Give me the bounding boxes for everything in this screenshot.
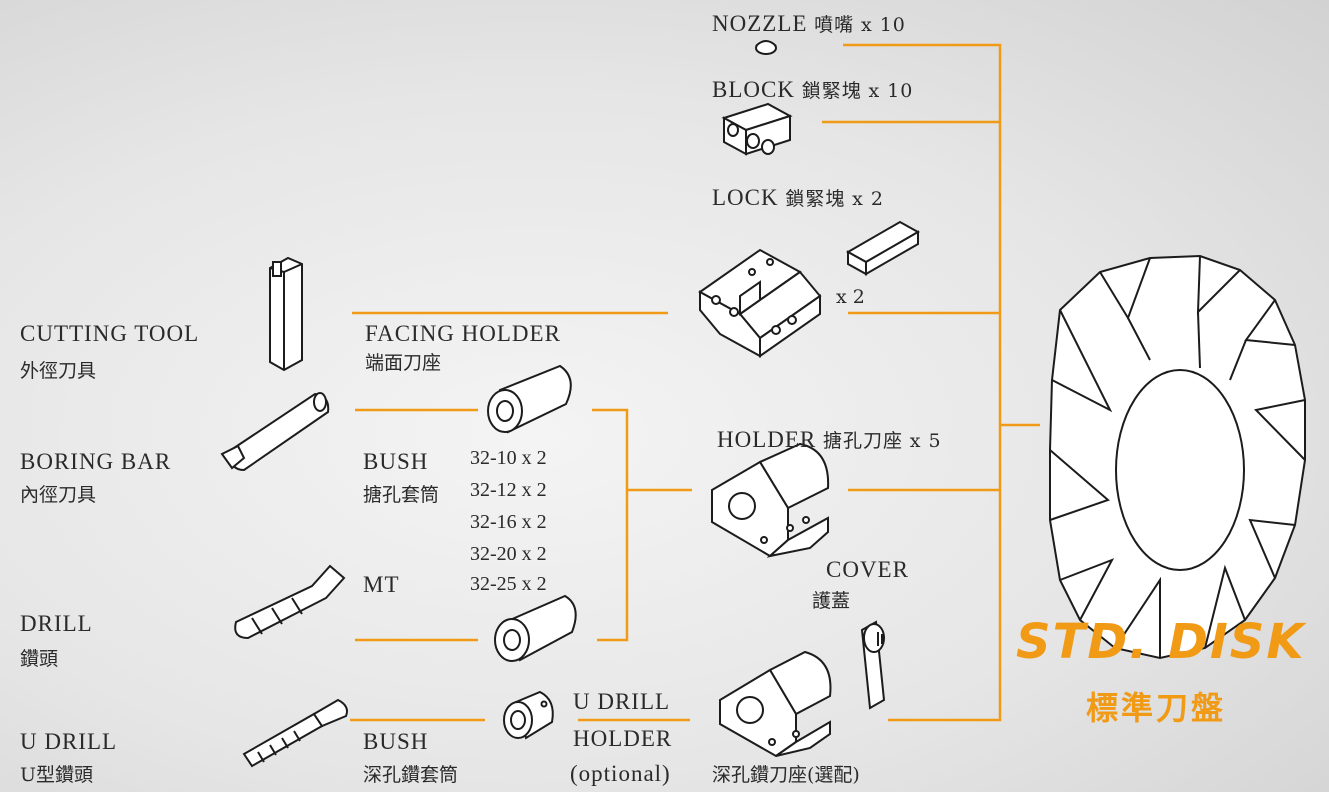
block-zh: 鎖緊塊 [801, 80, 862, 102]
deep-bush-icon [503, 690, 554, 740]
mt-label: MT [363, 572, 400, 597]
std-disk-title: STD. DISK [1016, 614, 1306, 670]
drill-en: DRILL [20, 611, 93, 636]
block-en: BLOCK [712, 77, 795, 102]
bush-size-5: 32-25 x 2 [470, 573, 547, 595]
cutting-tool-icon [269, 256, 303, 372]
cutting-tool-zh: 外徑刀具 [20, 360, 97, 382]
std-disk-subtitle: 標準刀盤 [1086, 689, 1227, 727]
bush-size-2: 32-12 x 2 [470, 479, 547, 501]
lock-zh: 鎖緊塊 [785, 188, 846, 210]
nozzle-en: NOZZLE [712, 11, 808, 36]
mt-sleeve-icon [494, 594, 577, 662]
facing-holder-en: FACING HOLDER [365, 321, 561, 346]
lock-qty: x 2 [852, 188, 884, 210]
bush-zh: 搪孔套筒 [363, 484, 440, 506]
boring-bar-en: BORING BAR [20, 449, 172, 474]
block-icon [721, 102, 793, 156]
bush-icon [487, 364, 572, 434]
turret-disk-icon [1049, 254, 1306, 660]
holder-label: HOLDER 搪孔刀座 x 5 [717, 428, 942, 451]
bush-en: BUSH [363, 449, 429, 474]
drill-icon [234, 564, 346, 640]
boring-bar-zh: 內徑刀具 [20, 484, 97, 506]
lock-label: LOCK 鎖緊塊 x 2 [712, 186, 884, 209]
facing-holder-icon [698, 248, 822, 358]
u-drill-zh: U型鑽頭 [20, 764, 94, 786]
lock-en: LOCK [712, 185, 779, 210]
cover-icon [860, 620, 886, 710]
holder-icon [711, 442, 830, 558]
u-drill-holder-line2: HOLDER [573, 726, 673, 751]
lock-qty-2: x 2 [836, 286, 865, 308]
cover-en: COVER [826, 557, 909, 582]
bush-size-1: 32-10 x 2 [470, 447, 547, 469]
nozzle-label: NOZZLE 噴嘴 x 10 [712, 12, 906, 35]
block-label: BLOCK 鎖緊塊 x 10 [712, 78, 913, 101]
nozzle-icon [755, 40, 777, 55]
holder-en: HOLDER [717, 427, 817, 452]
holder-qty: x 5 [909, 430, 942, 452]
connector-lines [350, 43, 1040, 722]
deep-bush-zh: 深孔鑽套筒 [363, 764, 459, 786]
u-drill-holder-optional: (optional) [570, 761, 671, 786]
cutting-tool-en: CUTTING TOOL [20, 321, 200, 346]
cover-zh: 護蓋 [812, 590, 851, 612]
u-drill-icon [242, 698, 348, 768]
lock-icon [845, 220, 921, 276]
nozzle-zh: 噴嘴 [814, 14, 855, 36]
deep-bush-en: BUSH [363, 729, 429, 754]
u-drill-en: U DRILL [20, 729, 118, 754]
facing-holder-zh: 端面刀座 [365, 352, 442, 374]
drill-zh: 鑽頭 [20, 648, 59, 670]
u-drill-holder-line1: U DRILL [573, 689, 671, 714]
bush-size-4: 32-20 x 2 [470, 543, 547, 565]
block-qty: x 10 [868, 80, 914, 102]
u-drill-holder-icon [719, 650, 832, 758]
nozzle-qty: x 10 [860, 14, 906, 36]
bush-size-3: 32-16 x 2 [470, 511, 547, 533]
deep-holder-zh: 深孔鑽刀座(選配) [712, 764, 860, 786]
boring-bar-icon [220, 392, 330, 472]
holder-zh: 搪孔刀座 [823, 430, 904, 452]
